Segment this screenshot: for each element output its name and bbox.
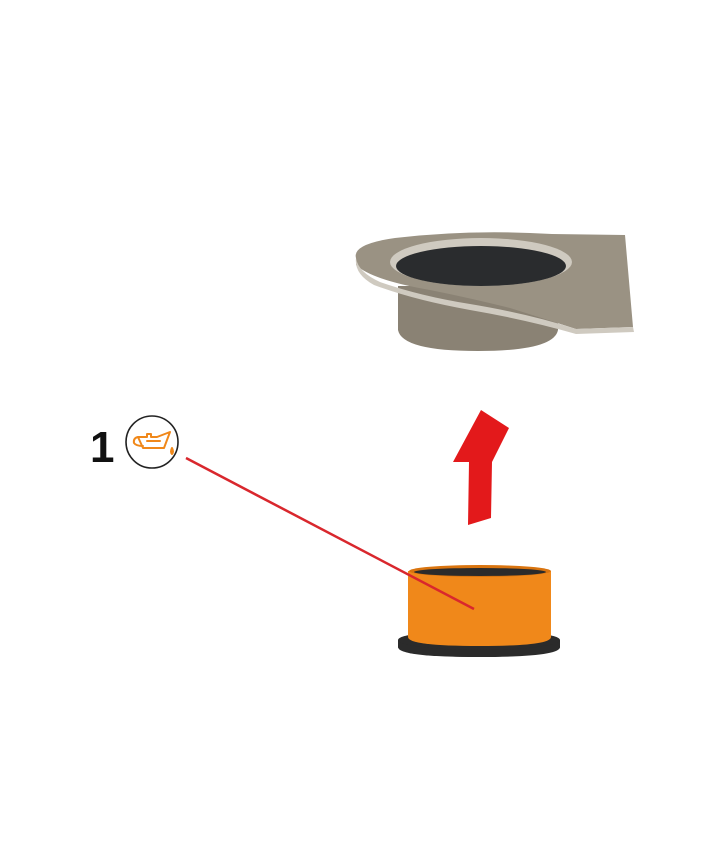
callout-1: 1 — [90, 415, 179, 472]
housing-part — [355, 232, 634, 351]
oil-can-icon — [132, 431, 174, 455]
bushing-body — [408, 571, 551, 646]
up-arrow — [453, 410, 509, 525]
callout-leader-line — [185, 456, 475, 611]
housing-hole — [396, 246, 566, 286]
callout-number: 1 — [90, 423, 114, 472]
bushing-top-hole — [414, 568, 546, 576]
oil-bushing — [398, 565, 560, 657]
housing-flange-edge — [355, 258, 634, 334]
